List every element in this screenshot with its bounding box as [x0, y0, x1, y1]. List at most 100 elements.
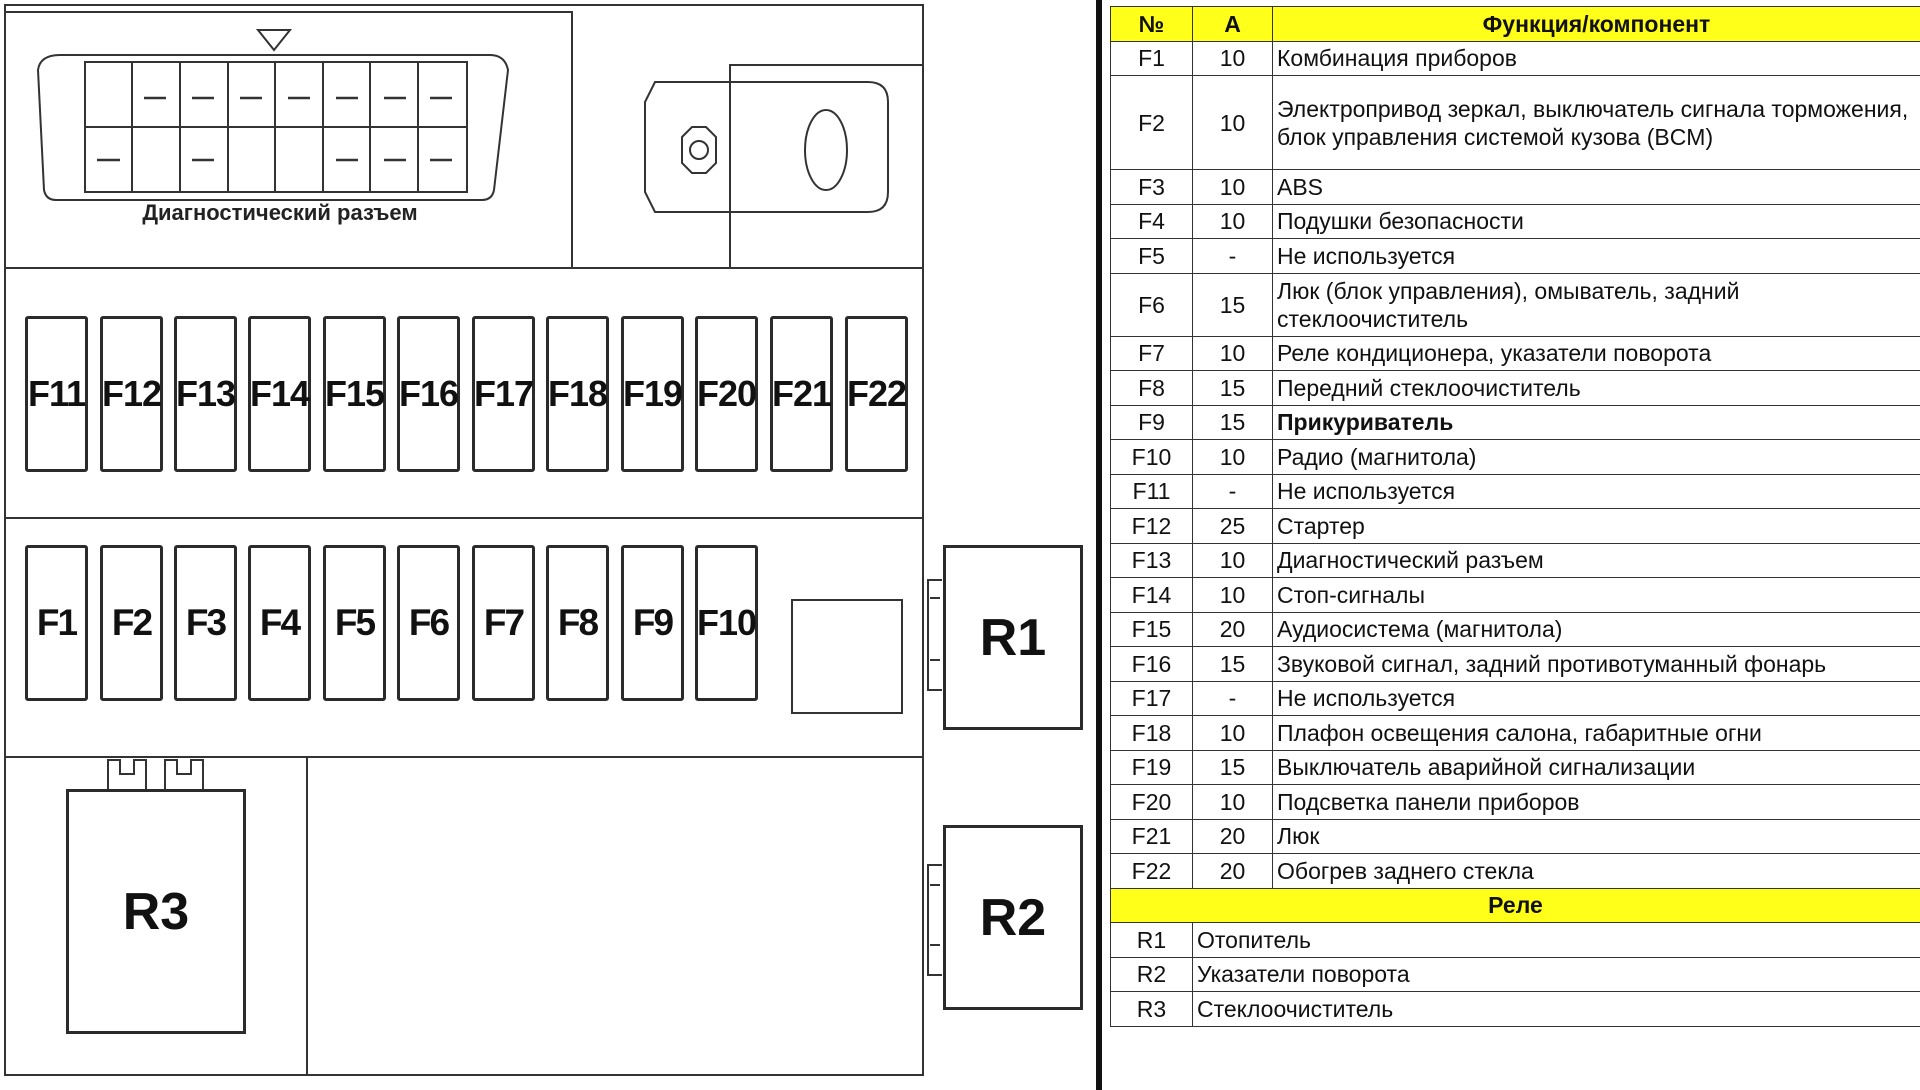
row-amp: 10: [1192, 75, 1273, 170]
table-header-row: № A Функция/компонент: [1110, 6, 1920, 42]
row-amp: -: [1192, 238, 1273, 274]
fuse-f7: F7: [472, 545, 535, 701]
table-row: F5-Не используется: [1110, 238, 1920, 274]
row-amp: 20: [1192, 818, 1273, 854]
row-func: Люк (блок управления), омыватель, задний…: [1272, 272, 1920, 337]
row-amp: 10: [1192, 40, 1273, 76]
row-num: F20: [1110, 784, 1193, 820]
fuse-f14: F14: [248, 316, 311, 472]
connector-label: Диагностический разъем: [142, 200, 418, 225]
row-amp: 15: [1192, 749, 1273, 785]
row-amp: 20: [1192, 611, 1273, 647]
row-num: F3: [1110, 169, 1193, 205]
row-amp: -: [1192, 680, 1273, 716]
row-func: Не используется: [1272, 238, 1920, 274]
fuse-f19: F19: [621, 316, 684, 472]
table-row: F11-Не используется: [1110, 473, 1920, 509]
row-num: F16: [1110, 646, 1193, 682]
row-num: F10: [1110, 439, 1193, 475]
fuse-f11: F11: [25, 316, 88, 472]
obd-pins: [97, 96, 452, 162]
relay-clips: [107, 579, 942, 976]
row-num: R2: [1110, 956, 1193, 992]
row-func: Указатели поворота: [1192, 956, 1920, 992]
table-row: F17-Не используется: [1110, 680, 1920, 716]
row-amp: 15: [1192, 404, 1273, 440]
fuse-f18: F18: [546, 316, 609, 472]
pin-marker-icon: [255, 29, 293, 52]
row-amp: 15: [1192, 272, 1273, 337]
row-amp: 10: [1192, 169, 1273, 205]
fuse-f2: F2: [100, 545, 163, 701]
fuse-f20: F20: [695, 316, 758, 472]
row-amp: 10: [1192, 784, 1273, 820]
fuse-f15: F15: [323, 316, 386, 472]
relay-section-title: Реле: [1110, 887, 1920, 923]
row-func: Отопитель: [1192, 922, 1920, 958]
fuse-f22: F22: [845, 316, 908, 472]
row-amp: -: [1192, 473, 1273, 509]
bracket-box: [729, 64, 924, 269]
row-num: F8: [1110, 370, 1193, 406]
row-num: F19: [1110, 749, 1193, 785]
row-func: Комбинация приборов: [1272, 40, 1920, 76]
fuse-f6: F6: [397, 545, 460, 701]
row-num: F2: [1110, 75, 1193, 170]
fuse-f3: F3: [174, 545, 237, 701]
row-amp: 10: [1192, 715, 1273, 751]
row-func: Обогрев заднего стекла: [1272, 853, 1920, 889]
row-num: F18: [1110, 715, 1193, 751]
row-num: R1: [1110, 922, 1193, 958]
row-num: R3: [1110, 991, 1193, 1027]
fuse-f13: F13: [174, 316, 237, 472]
row-num: F14: [1110, 577, 1193, 613]
row-func: Стоп-сигналы: [1272, 577, 1920, 613]
diagram-frame: [4, 4, 924, 1076]
row-num: F1: [1110, 40, 1193, 76]
row-amp: 10: [1192, 439, 1273, 475]
fuse-f10: F10: [695, 545, 758, 701]
row-amp: 10: [1192, 203, 1273, 239]
fuse-f16: F16: [397, 316, 460, 472]
connector-panel-border: [5, 11, 573, 268]
row-num: F22: [1110, 853, 1193, 889]
relay-section-row: Реле: [1110, 887, 1920, 923]
row-amp: 20: [1192, 853, 1273, 889]
row-func: Радио (магнитола): [1272, 439, 1920, 475]
row-num: F15: [1110, 611, 1193, 647]
row-func: Подсветка панели приборов: [1272, 784, 1920, 820]
row-func: Аудиосистема (магнитола): [1272, 611, 1920, 647]
row-num: F7: [1110, 335, 1193, 371]
row-num: F9: [1110, 404, 1193, 440]
fuse-f4: F4: [248, 545, 311, 701]
fuse-f9: F9: [621, 545, 684, 701]
row-amp: 15: [1192, 646, 1273, 682]
fuse-f8: F8: [546, 545, 609, 701]
obd-connector: [36, 29, 510, 201]
fuse-f1: F1: [25, 545, 88, 701]
row-func: Не используется: [1272, 473, 1920, 509]
mount-bracket: [644, 81, 889, 213]
row-amp: 15: [1192, 370, 1273, 406]
row-amp: 10: [1192, 577, 1273, 613]
fuse-f5: F5: [323, 545, 386, 701]
row-amp: 25: [1192, 508, 1273, 544]
